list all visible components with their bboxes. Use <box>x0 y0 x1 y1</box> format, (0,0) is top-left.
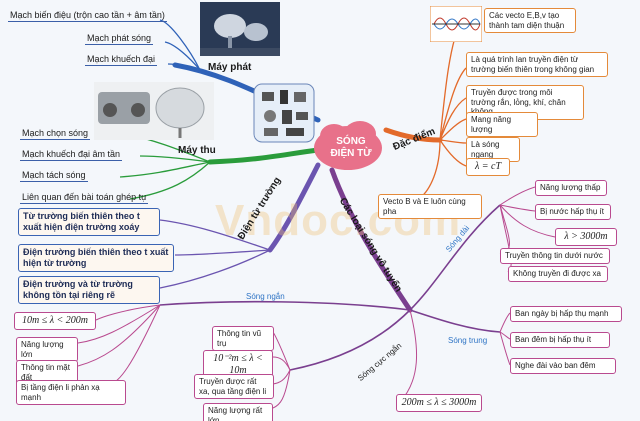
song-dai-item: λ > 3000m <box>555 228 617 246</box>
song-trung-label: Sóng trung <box>448 336 488 345</box>
dac-diem-item: Vecto B và E luôn cùng pha <box>378 194 482 220</box>
song-dai-item: Không truyền đi được xa <box>508 266 608 282</box>
song-cuc-ngan-item: Năng lượng rất lớn <box>203 403 273 421</box>
song-dai-item: Bị nước hấp thụ ít <box>535 204 611 220</box>
dac-diem-item: Là sóng ngang <box>466 137 520 163</box>
may-thu-item: Liên quan đến bài toán ghép tụ <box>20 192 149 204</box>
may-phat-item: Mạch biến điệu (trộn cao tần + âm tần) <box>8 10 167 22</box>
song-trung-item: Nghe đài vào ban đêm <box>510 358 616 374</box>
song-ngan-item: Bị tầng điện li phản xạ mạnh <box>16 380 126 406</box>
dien-tu-truong-item: Từ trường biến thiên theo t xuất hiện đi… <box>18 208 160 236</box>
song-dai-item: Năng lượng thấp <box>535 180 607 196</box>
may-phat-item: Mạch phát sóng <box>85 33 154 45</box>
song-dai-item: Truyền thông tin dưới nước <box>500 248 610 264</box>
may-thu-item: Mạch chọn sóng <box>20 128 91 140</box>
song-ngan-item: 10m ≤ λ < 200m <box>14 312 96 330</box>
song-ngan-item: Năng lượng lớn <box>16 337 78 363</box>
antenna-dish-icon <box>200 2 280 56</box>
may-thu-item: Mạch khuếch đại âm tần <box>20 149 123 161</box>
dac-diem-item: Là quá trình lan truyền điện từ trường b… <box>466 52 608 78</box>
dac-diem-item: λ = cT <box>466 158 510 176</box>
song-ngan-label: Sóng ngắn <box>246 292 285 301</box>
song-cuc-ngan-item: Thông tin vũ trụ <box>212 326 274 352</box>
center-cloud <box>314 121 382 170</box>
may-phat-item: Mạch khuếch đại <box>85 54 158 66</box>
center-title: SÓNG ĐIỆN TỪ <box>328 136 374 160</box>
song-trung-item: Ban đêm bị hấp thụ ít <box>510 332 610 348</box>
dac-diem-item: Các vecto E,B,v tạo thành tam diện thuận <box>484 8 576 34</box>
branch-may-phat-label: Máy phát <box>208 62 252 73</box>
center-title-line1: SÓNG <box>336 136 366 147</box>
radio-receiver-icon <box>94 82 214 140</box>
song-cuc-ngan-item: Truyền được rất xa, qua tầng điện li <box>194 374 274 400</box>
song-trung-item: Ban ngày bị hấp thụ mạnh <box>510 306 622 322</box>
may-thu-item: Mạch tách sóng <box>20 170 88 182</box>
song-trung-item: 200m ≤ λ ≤ 3000m <box>396 394 482 412</box>
device-cluster-icon <box>253 83 315 143</box>
dien-tu-truong-item: Điện trường biến thiên theo t xuất hiện … <box>18 244 174 272</box>
branch-may-thu-label: Máy thu <box>178 145 216 156</box>
wave-vector-icon <box>430 6 482 42</box>
dac-diem-item: Mang năng lượng <box>466 112 538 138</box>
center-title-line2: ĐIỆN TỪ <box>330 148 372 159</box>
dien-tu-truong-item: Điện trường và từ trường không tồn tại r… <box>18 276 160 304</box>
